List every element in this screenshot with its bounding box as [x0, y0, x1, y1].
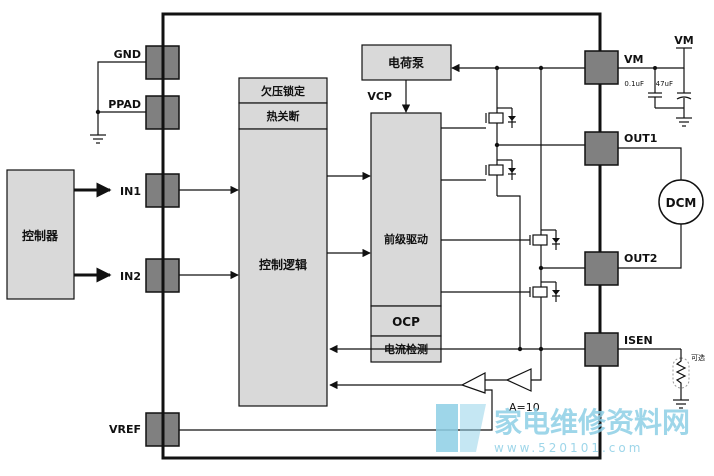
- ocp-label: OCP: [392, 315, 420, 329]
- uvlo-block: [238, 77, 328, 104]
- pin-label-isen: ISEN: [624, 334, 653, 347]
- amp-gain-label: A=10: [509, 401, 540, 414]
- motor-label: DCM: [666, 196, 697, 210]
- predriver-block: [370, 112, 442, 307]
- out1-pad: [584, 131, 619, 166]
- pin-label-ppad: PPAD: [108, 98, 141, 111]
- mosfet-hs-right: [441, 68, 560, 268]
- out2-pad: [584, 251, 619, 286]
- amplifier: [505, 368, 532, 392]
- optional-label: 可选: [691, 353, 705, 362]
- watermark-logo: [436, 404, 458, 452]
- watermark-text: 家电维修资料网: [494, 406, 690, 439]
- mosfet-ls-left: [441, 145, 516, 196]
- out1-external-wire: [618, 147, 682, 180]
- pin-label-gnd: GND: [114, 48, 141, 61]
- vm-pad: [584, 50, 619, 85]
- pin-label-out2: OUT2: [624, 252, 657, 265]
- control-logic-label: 控制逻辑: [259, 257, 307, 272]
- controller-block: [6, 169, 75, 300]
- pin-label-in2: IN2: [120, 270, 141, 283]
- pin-label-vm: VM: [624, 53, 643, 66]
- comparator: [460, 372, 486, 394]
- ocp-block: [370, 305, 442, 337]
- ppad-junction: [95, 109, 101, 115]
- pin-label-out1: OUT1: [624, 132, 657, 145]
- cap2-label: 47uF: [656, 80, 673, 88]
- charge-pump-block: [361, 44, 452, 81]
- control-logic-block: [238, 128, 328, 407]
- pin-label-vref: VREF: [109, 423, 141, 436]
- sense-resistor: [675, 349, 687, 400]
- watermark-url: www.520101.com: [494, 441, 643, 455]
- ls-left-source: [497, 195, 521, 349]
- predriver-label: 前级驱动: [384, 232, 428, 246]
- ground-symbol-left: [90, 134, 106, 144]
- ground-symbol-right-bottom: [673, 399, 689, 409]
- watermark: 家电维修资料网 www.520101.com: [436, 404, 690, 455]
- isen-pad: [584, 332, 619, 367]
- pin-label-in1: IN1: [120, 185, 141, 198]
- ground-symbol-right-top: [676, 117, 692, 127]
- mosfet-hs-left: [441, 68, 516, 145]
- mosfet-ls-right: [441, 268, 560, 349]
- charge-pump-label: 电荷泵: [388, 55, 424, 70]
- amp-input-wire: [531, 349, 542, 381]
- vcp-label: VCP: [367, 90, 392, 103]
- out2-external-wire: [618, 224, 682, 269]
- controller-label: 控制器: [22, 228, 59, 243]
- thermal-label: 热关断: [267, 109, 300, 123]
- cap1-label: 0.1uF: [624, 80, 644, 88]
- uvlo-label: 欠压锁定: [261, 84, 305, 98]
- dc-motor: [658, 179, 704, 225]
- vref-wire: [179, 389, 493, 431]
- vm-supply-label: VM: [674, 34, 693, 47]
